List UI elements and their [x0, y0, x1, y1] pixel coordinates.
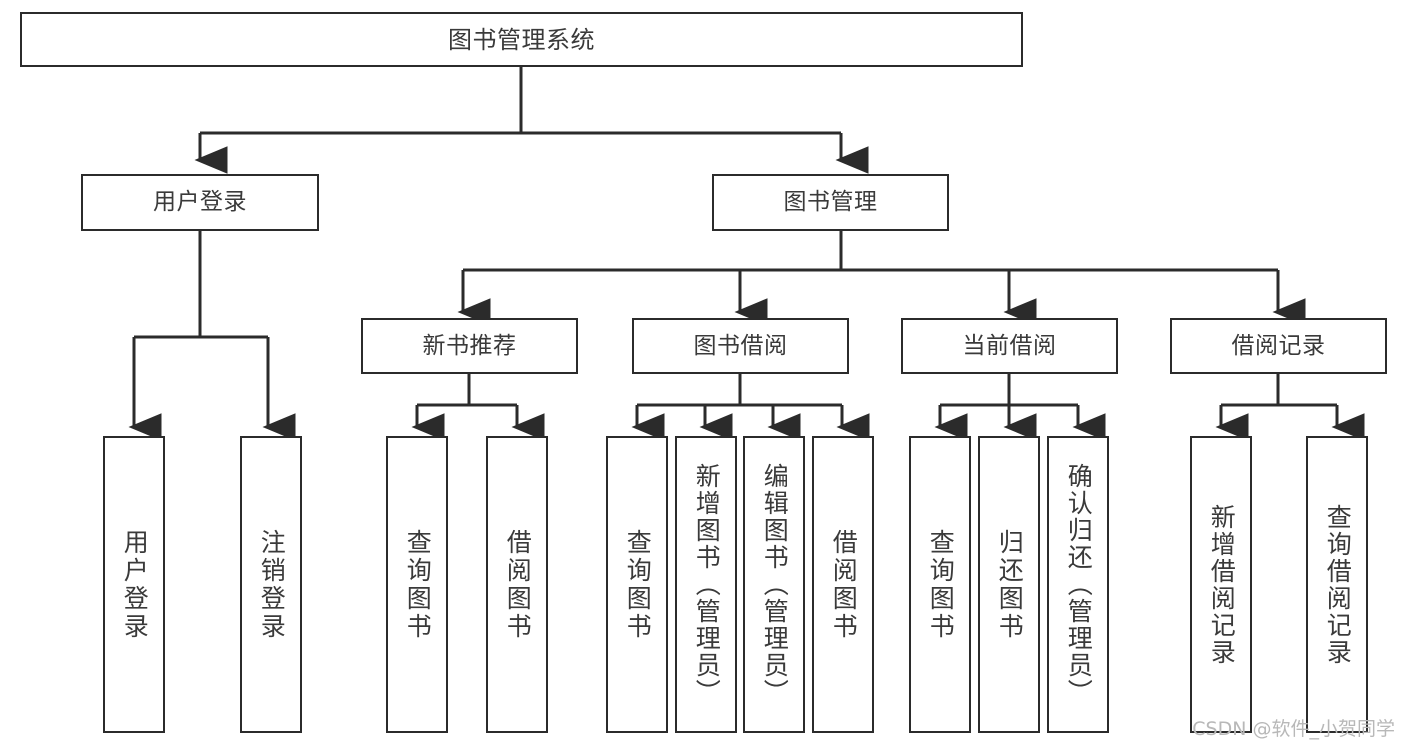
node-label: 注销登录: [257, 528, 287, 641]
watermark-text: CSDN @软件_小贺同学: [1192, 718, 1395, 740]
node-label: 图书管理系统: [448, 25, 595, 54]
node-label: 查询图书: [623, 528, 653, 641]
node-label: 新增借阅记录: [1207, 503, 1237, 666]
leaf-user-login[interactable]: 用户登录: [103, 436, 165, 733]
node-label: 查询图书: [926, 528, 956, 641]
node-label: 借阅记录: [1231, 332, 1326, 359]
leaf-query-book-current[interactable]: 查询图书: [909, 436, 971, 733]
node-label: 当前借阅: [962, 332, 1057, 359]
leaf-confirm-return-admin[interactable]: 确认归还（管理员）: [1047, 436, 1109, 733]
node-label: 新书推荐: [422, 332, 517, 359]
node-label: 新增图书（管理员）: [692, 463, 722, 706]
node-label: 确认归还（管理员）: [1064, 463, 1094, 706]
node-label: 图书管理: [783, 189, 878, 215]
leaf-query-borrow-record[interactable]: 查询借阅记录: [1306, 436, 1368, 733]
node-label: 编辑图书（管理员）: [760, 463, 790, 706]
leaf-borrow-book-recommend[interactable]: 借阅图书: [486, 436, 548, 733]
node-borrow-record[interactable]: 借阅记录: [1170, 318, 1387, 374]
node-new-book-recommend[interactable]: 新书推荐: [361, 318, 578, 374]
node-label: 借阅图书: [503, 528, 533, 641]
node-label: 归还图书: [995, 528, 1025, 641]
node-label: 用户登录: [153, 189, 247, 215]
leaf-borrow-book[interactable]: 借阅图书: [812, 436, 874, 733]
node-label: 查询图书: [403, 528, 433, 641]
node-label: 用户登录: [120, 528, 150, 641]
leaf-logout[interactable]: 注销登录: [240, 436, 302, 733]
node-book-borrow[interactable]: 图书借阅: [632, 318, 849, 374]
leaf-query-book-recommend[interactable]: 查询图书: [386, 436, 448, 733]
node-label: 图书借阅: [693, 332, 788, 359]
leaf-query-book-borrow[interactable]: 查询图书: [606, 436, 668, 733]
leaf-add-book-admin[interactable]: 新增图书（管理员）: [675, 436, 737, 733]
node-book-management[interactable]: 图书管理: [712, 174, 949, 231]
node-label: 查询借阅记录: [1323, 503, 1353, 666]
node-user-login[interactable]: 用户登录: [81, 174, 319, 231]
node-label: 借阅图书: [829, 528, 859, 641]
node-current-borrow[interactable]: 当前借阅: [901, 318, 1118, 374]
leaf-return-book[interactable]: 归还图书: [978, 436, 1040, 733]
node-root-book-management-system[interactable]: 图书管理系统: [20, 12, 1023, 67]
leaf-edit-book-admin[interactable]: 编辑图书（管理员）: [743, 436, 805, 733]
leaf-add-borrow-record[interactable]: 新增借阅记录: [1190, 436, 1252, 733]
